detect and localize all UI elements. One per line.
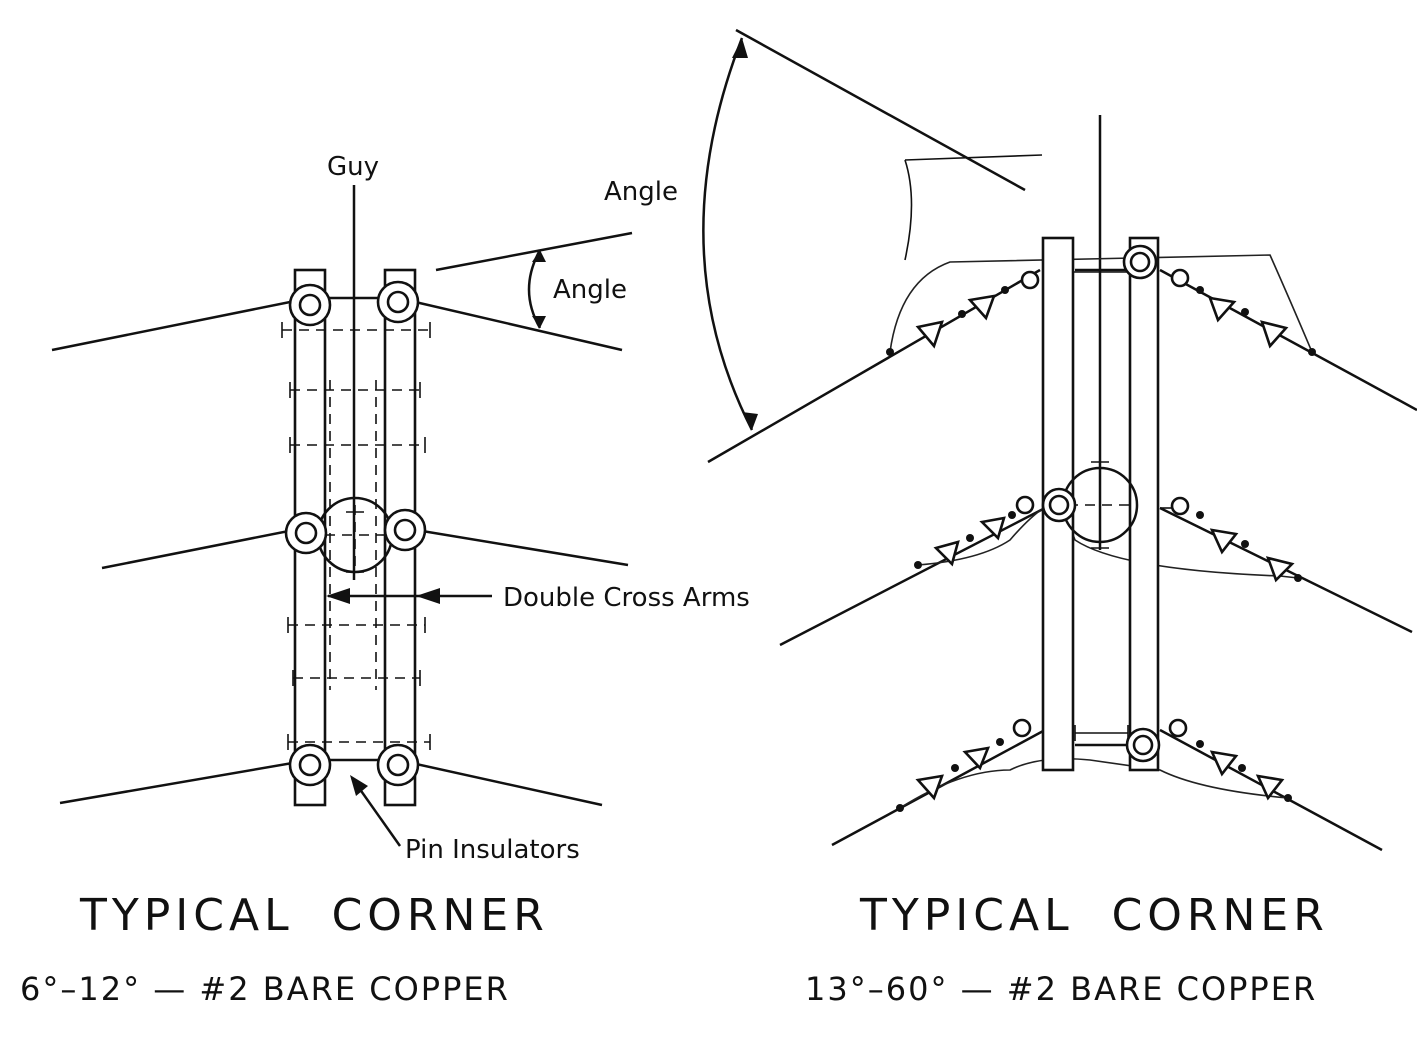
right-insulators	[1012, 244, 1190, 763]
right-hardware	[1072, 264, 1175, 741]
left-angle-indicator	[435, 231, 633, 329]
guy-label: Guy	[327, 152, 379, 182]
left-subtitle: 6°–12° — #2 BARE COPPER	[20, 970, 510, 1008]
double-cross-arms-label: Double Cross Arms	[503, 583, 750, 613]
right-subtitle: 13°–60° — #2 BARE COPPER	[805, 970, 1317, 1008]
right-angle-label: Angle	[604, 177, 678, 207]
left-diagram: Guy Angle Double Cross Arms Pin Insulato…	[20, 152, 750, 1008]
right-cross-arm-right	[1128, 236, 1160, 772]
right-angle-indicator	[702, 28, 1043, 431]
left-angle-label: Angle	[553, 275, 627, 305]
left-conductors	[51, 296, 629, 807]
right-diagram: Angle TYPICAL CORNER 13°–60° — #2 BARE C…	[604, 28, 1417, 1008]
left-pin-insulators	[284, 280, 427, 787]
right-armor-rods	[886, 286, 1316, 812]
pin-insulators-label: Pin Insulators	[405, 835, 580, 865]
left-title: TYPICAL CORNER	[79, 890, 549, 941]
left-leaders	[326, 588, 492, 847]
right-title: TYPICAL CORNER	[859, 890, 1329, 941]
